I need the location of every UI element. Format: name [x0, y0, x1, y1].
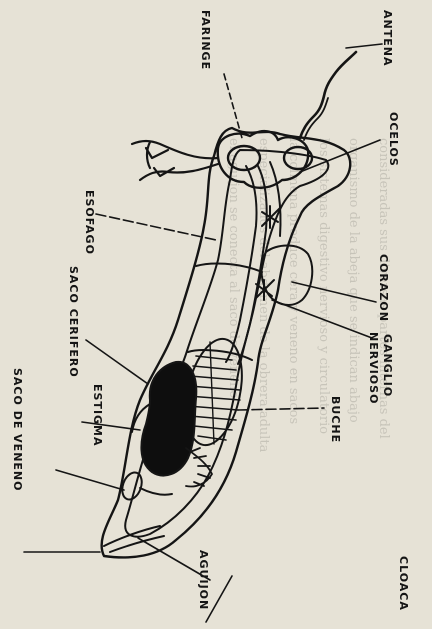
label-buche: BUCHE	[329, 396, 342, 443]
svg-text:organismo de la abeja que se i: organismo de la abeja que se indican aba…	[346, 138, 361, 423]
label-cloaca: CLOACA	[397, 556, 410, 611]
label-nervioso: NERVIOSO	[367, 332, 380, 404]
label-corazon: CORAZON	[377, 254, 390, 322]
label-saco-cerifero: SACO CERIFERO	[67, 266, 80, 378]
label-saco-de-veneno: SACO DE VENENO	[11, 368, 24, 491]
label-estigma: ESTIGMA	[91, 384, 104, 447]
mouthparts	[132, 141, 218, 180]
label-ocelos: OCELOS	[387, 112, 400, 167]
svg-text:la colmena produce cera y vene: la colmena produce cera y veneno en saco…	[286, 138, 301, 424]
label-antena: ANTENA	[381, 10, 394, 66]
label-esofago: ESOFAGO	[83, 190, 96, 255]
label-faringe: FARINGE	[199, 10, 212, 70]
label-ganglio: GANGLIO	[381, 334, 394, 397]
svg-text:los sistemas digestivo nervios: los sistemas digestivo nervioso y circul…	[316, 138, 331, 434]
label-aguijon: AGUIJON	[197, 550, 210, 610]
